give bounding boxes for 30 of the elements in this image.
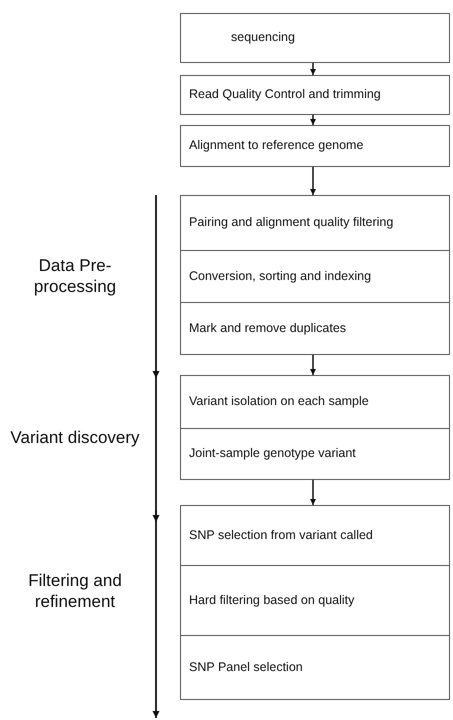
step-text: Hard filtering based on quality bbox=[189, 592, 354, 608]
process-box bbox=[180, 375, 450, 429]
stage-label: Filtering and refinement bbox=[27, 570, 123, 612]
step-text: Variant isolation on each sample bbox=[189, 394, 369, 410]
step-text: SNP Panel selection bbox=[189, 660, 303, 676]
stage-label: Data Pre-processing bbox=[32, 255, 118, 298]
arrow bbox=[310, 480, 316, 505]
process-box bbox=[180, 505, 450, 566]
step-text: sequencing bbox=[231, 30, 295, 46]
process-box bbox=[180, 635, 450, 700]
process-box bbox=[180, 250, 450, 303]
step-text: Alignment to reference genome bbox=[189, 138, 364, 154]
process-box bbox=[180, 75, 450, 115]
process-box bbox=[180, 565, 450, 636]
step-text: Mark and remove duplicates bbox=[189, 320, 346, 336]
process-box bbox=[180, 428, 450, 480]
process-box bbox=[180, 195, 450, 251]
arrow bbox=[310, 63, 316, 75]
step-text: Conversion, sorting and indexing bbox=[189, 268, 372, 284]
step-text: Pairing and alignment quality filtering bbox=[189, 215, 394, 231]
process-box bbox=[180, 13, 450, 63]
arrow bbox=[310, 167, 316, 195]
process-box bbox=[180, 302, 450, 355]
stage-label: Variant discovery bbox=[9, 427, 141, 448]
step-text: Read Quality Control and trimming bbox=[189, 87, 381, 103]
arrow bbox=[310, 355, 316, 375]
arrow bbox=[310, 115, 316, 125]
step-text: SNP selection from variant called bbox=[189, 528, 373, 544]
process-box bbox=[180, 125, 450, 167]
step-text: Joint-sample genotype variant bbox=[189, 446, 356, 462]
